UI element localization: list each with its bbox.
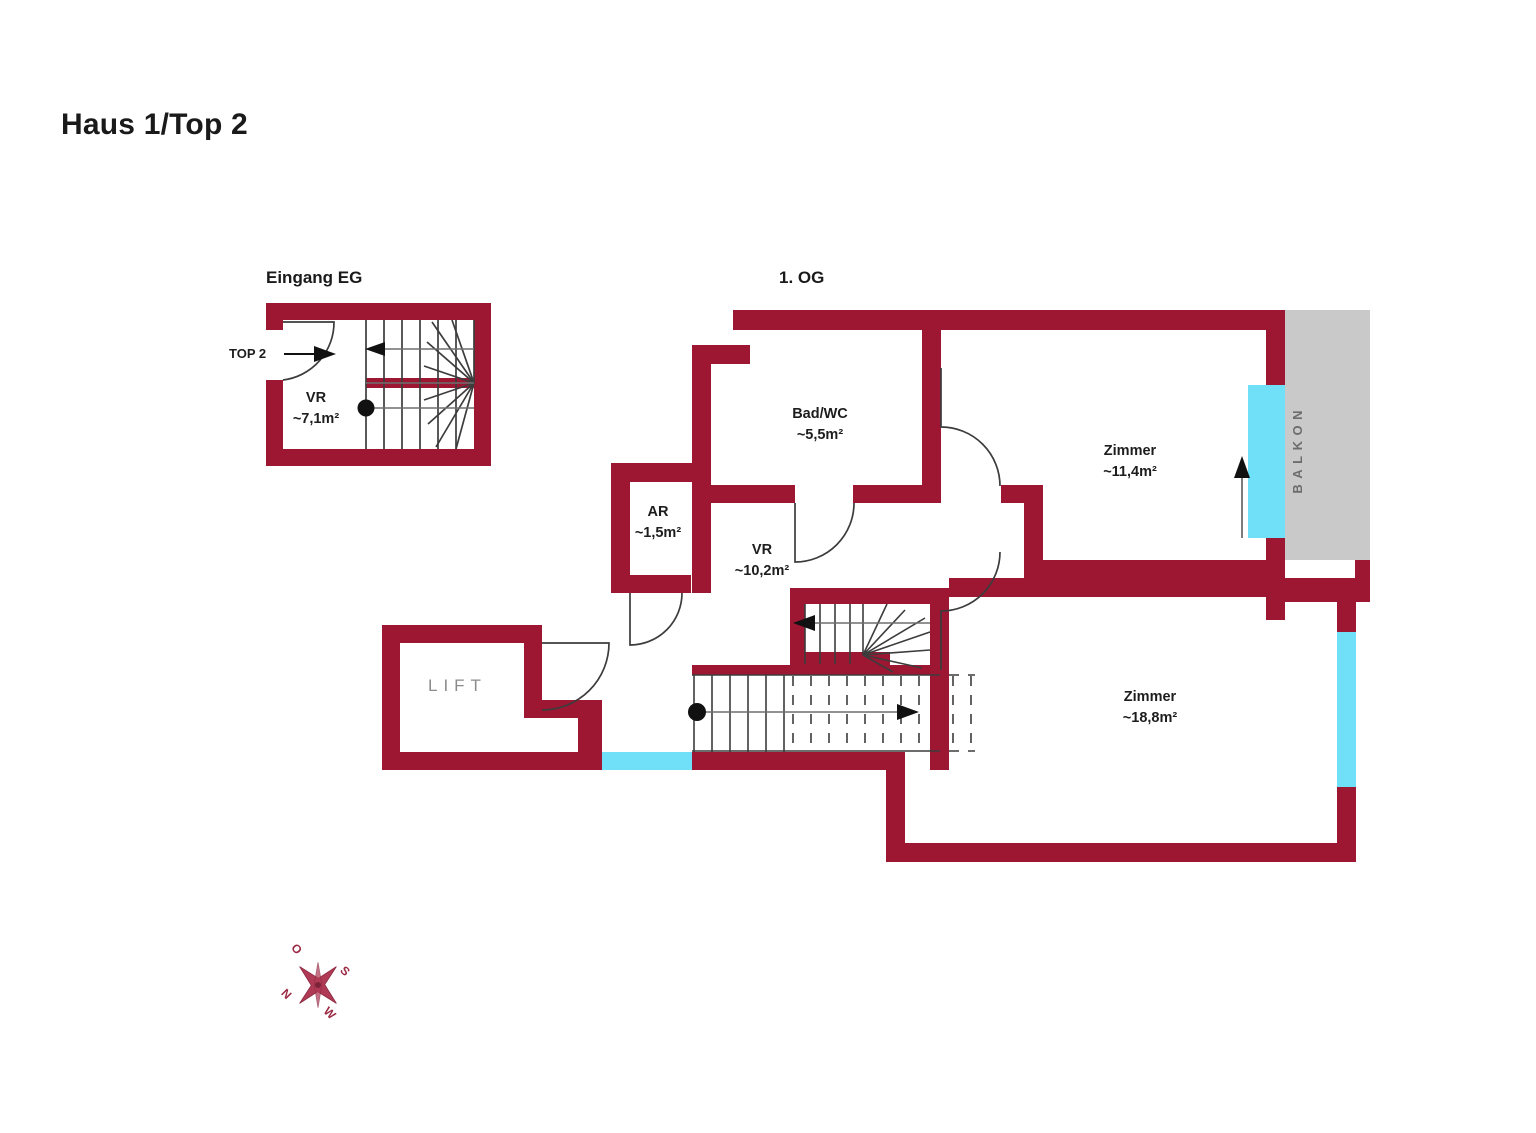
balcony-access-arrow xyxy=(1234,456,1250,538)
room-name: AR xyxy=(647,504,669,520)
window-zimmer-114 xyxy=(1248,385,1285,538)
room-label-zimmer-188: Zimmer ~18,8m² xyxy=(1050,687,1250,729)
room-name: Zimmer xyxy=(1103,443,1157,459)
room-area: ~11,4m² xyxy=(1103,464,1157,481)
room-name: VR xyxy=(305,390,327,406)
plan-eg-geometry xyxy=(266,303,491,466)
entry-label-top2: TOP 2 xyxy=(229,346,267,361)
room-area: ~7,1m² xyxy=(292,411,340,428)
og-door-arcs xyxy=(541,368,1001,711)
room-label-vr-og: VR ~10,2m² xyxy=(692,540,832,582)
room-label-zimmer-114: Zimmer ~11,4m² xyxy=(1030,441,1230,483)
room-area: ~10,2m² xyxy=(734,563,790,580)
plan-title-og: 1. OG xyxy=(779,268,825,287)
eg-entry-arrow xyxy=(284,346,336,362)
room-area: ~5,5m² xyxy=(796,427,844,444)
og-straight-staircase xyxy=(688,674,975,752)
room-name: Bad/WC xyxy=(792,406,848,422)
eg-winder-staircase xyxy=(365,319,475,450)
og-winder-direction xyxy=(793,615,930,631)
compass-rose xyxy=(299,962,337,1008)
og-walls xyxy=(382,310,1370,862)
window-zimmer-188 xyxy=(1337,632,1356,787)
room-label-vr-eg: VR ~7,1m² xyxy=(261,388,371,430)
room-area: ~1,5m² xyxy=(634,525,682,542)
room-label-badwc: Bad/WC ~5,5m² xyxy=(730,404,910,446)
og-winder-staircase xyxy=(804,603,931,673)
og-windows xyxy=(602,385,1356,787)
eg-direction-indicator xyxy=(357,342,474,417)
og-stair-dashed-risers xyxy=(792,674,975,752)
page-title: Haus 1/Top 2 xyxy=(61,108,248,141)
balcony-label: BALKON xyxy=(1290,405,1305,494)
balcony-slab xyxy=(1283,310,1370,560)
plan-title-eg: Eingang EG xyxy=(266,268,363,287)
room-label-ar: AR ~1,5m² xyxy=(598,502,718,544)
plan-og-geometry xyxy=(382,310,1370,862)
room-area: ~18,8m² xyxy=(1122,710,1178,727)
room-name: Zimmer xyxy=(1123,689,1177,705)
lift-shaft-label: LIFT xyxy=(428,676,487,695)
window-corridor xyxy=(602,752,692,770)
room-name: VR xyxy=(751,542,773,558)
